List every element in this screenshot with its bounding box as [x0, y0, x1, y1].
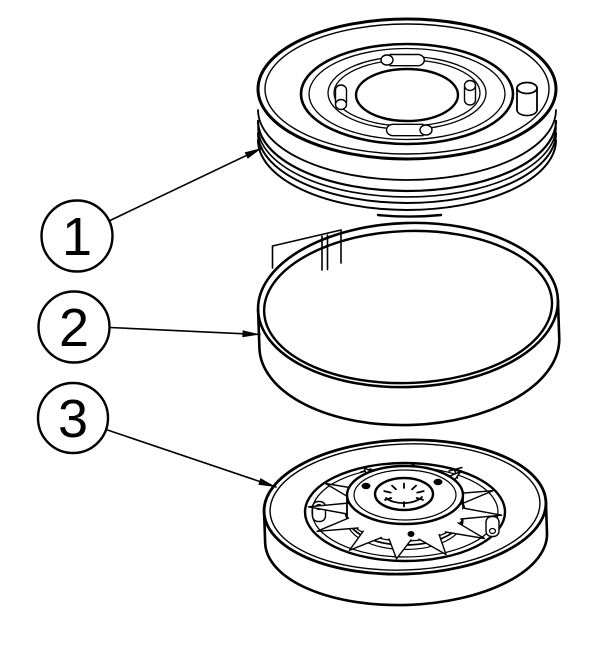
arrowhead-2 [242, 330, 260, 338]
seam-top-edge [271, 229, 342, 247]
balloon-2-label: 2 [59, 298, 89, 358]
part1-inner-ring-bold [299, 42, 515, 146]
leader-2-line [109, 326, 261, 336]
part1-inner-ring-thin [308, 47, 506, 141]
boss-pin [516, 81, 538, 117]
leader-line-2 [109, 326, 261, 338]
disc-detail-mark [448, 466, 463, 472]
drawing-root: 1 2 3 [36, 17, 561, 607]
hub-dot [361, 482, 371, 490]
balloon-1-label: 1 [62, 207, 92, 267]
balloon-3: 3 [36, 381, 110, 455]
part3-outer-edge-inner-line [269, 443, 541, 571]
part3-inner-ring-bold [303, 461, 507, 563]
part3-left-silhouette [262, 510, 267, 545]
leader-line-1 [108, 147, 263, 222]
arrowhead-3 [258, 478, 276, 487]
rim-groove-arc [257, 132, 557, 204]
spike [418, 533, 447, 556]
part1-center-hole [354, 67, 460, 123]
rim-groove-arc [257, 139, 557, 211]
spike [348, 530, 383, 551]
keyhole-slots [334, 53, 477, 137]
boss-pin-top [516, 81, 538, 95]
balloon-2: 2 [37, 290, 111, 364]
keyhole-slot-right [463, 86, 477, 106]
band-body [256, 221, 561, 427]
hub-dot [407, 531, 415, 537]
spike [444, 522, 486, 540]
spike [460, 507, 503, 520]
part-3-base-disc-ratchet-hub [262, 438, 549, 607]
rim-groove-arc [257, 109, 557, 181]
rim-groove-arc [257, 126, 557, 198]
balloon-1: 1 [40, 199, 114, 273]
band-top-outer-edge [256, 221, 560, 389]
leader-3-line [105, 428, 277, 488]
hub-bore [373, 476, 435, 512]
rim-bottom-edge [376, 213, 443, 218]
part1-outer-edge-inner-line [264, 23, 550, 155]
boss-pin-base [516, 109, 538, 117]
spike [307, 502, 350, 515]
bore-edge [373, 476, 435, 512]
band-right-silhouette [556, 298, 561, 340]
ratchet-spikes-front [316, 507, 503, 560]
keyhole-slot-right-hole [463, 79, 477, 92]
part3-right-silhouette [544, 500, 549, 535]
keyhole-slot-left [334, 84, 348, 104]
balloon-3-label: 3 [58, 389, 88, 449]
bore-spline-marks [383, 482, 425, 508]
hub-face-dots [361, 478, 443, 537]
balloon-1-circle [40, 199, 114, 273]
hub-top-face-inner-line [353, 469, 457, 521]
band-left-silhouette [256, 308, 261, 350]
keyhole-slot-bottom-hole [419, 124, 433, 136]
part1-outer-edge [256, 17, 558, 161]
base-disc-rim [262, 438, 549, 607]
band-bottom-edge [258, 336, 561, 427]
keyhole-slot-left-hole [334, 98, 348, 111]
rim-groove-arc [256, 119, 558, 193]
balloon-3-circle [36, 381, 110, 455]
spike [388, 538, 412, 560]
keyhole-slot-top-hole [380, 54, 394, 66]
part3-bottom-edge [263, 531, 549, 607]
arrowhead-1 [244, 148, 262, 159]
keyhole-slot-bottom [385, 123, 424, 137]
disc-slot-right-hole [488, 527, 497, 535]
keyhole-slot-top [389, 53, 425, 67]
band-seam-overlap [271, 229, 342, 271]
part1-slot-ring-outer [327, 55, 487, 131]
balloon-2-circle [37, 290, 111, 364]
part-1-grooved-cover-disc [256, 17, 558, 218]
part-2-cylindrical-band [256, 221, 561, 427]
hub-dot [433, 478, 443, 486]
band-top-inner-edge [262, 229, 554, 385]
leader-line-3 [105, 428, 277, 488]
leader-1-line [108, 147, 263, 222]
spike [316, 517, 359, 532]
